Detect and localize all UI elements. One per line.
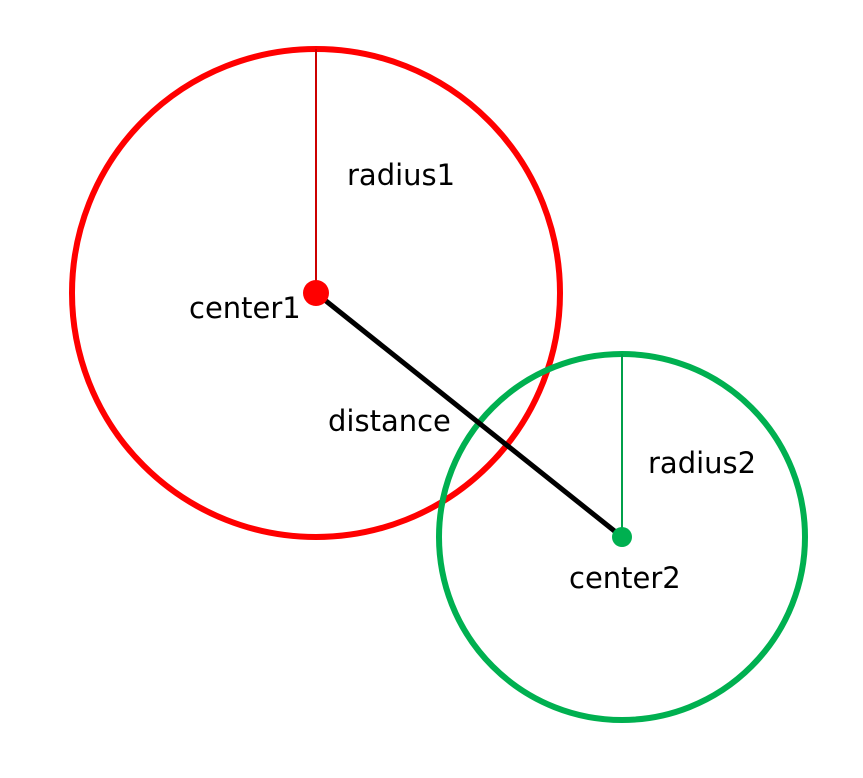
distance-line (314, 291, 624, 539)
center2-point (612, 527, 632, 547)
distance-label: distance (328, 404, 451, 438)
radius2-label: radius2 (648, 446, 756, 480)
center2-label: center2 (569, 561, 681, 595)
center1-label: center1 (189, 291, 301, 325)
radius1-label: radius1 (347, 158, 455, 192)
center1-point (303, 280, 329, 306)
